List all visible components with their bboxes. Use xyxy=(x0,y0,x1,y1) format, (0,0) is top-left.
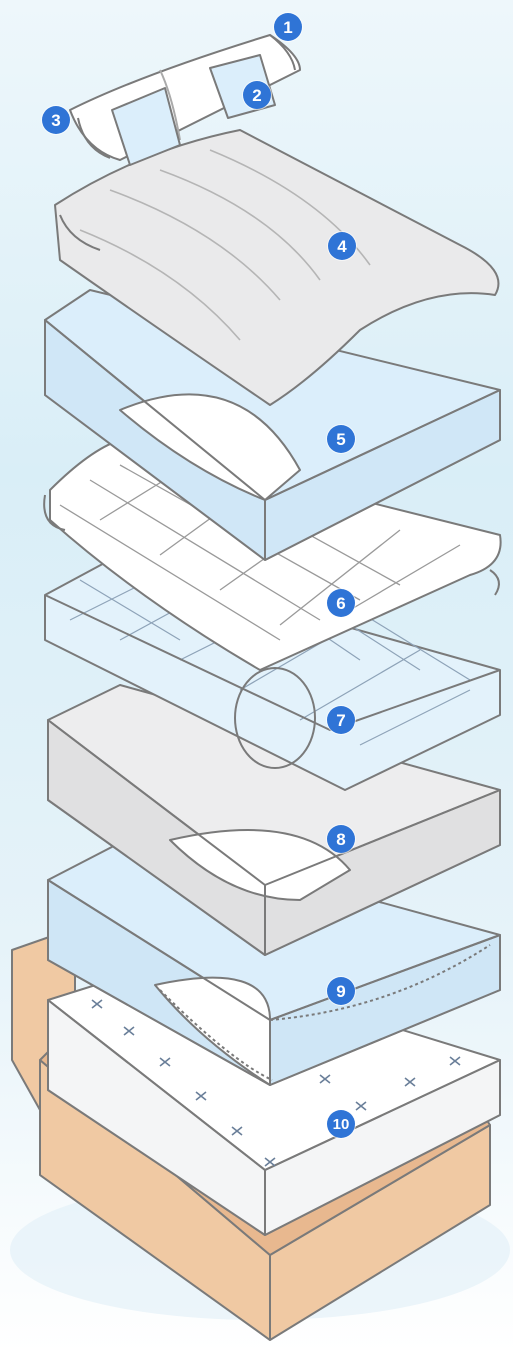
layer-10-badge: 10 xyxy=(327,1110,355,1138)
layer-2-badge: 2 xyxy=(243,81,271,109)
layer-6-badge: 6 xyxy=(327,589,355,617)
layer-1-badge: 1 xyxy=(274,13,302,41)
layer-3-badge: 3 xyxy=(42,106,70,134)
layer-5-badge: 5 xyxy=(327,425,355,453)
layer-4-badge: 4 xyxy=(328,232,356,260)
layer-7-badge: 7 xyxy=(327,706,355,734)
layer-9-badge: 9 xyxy=(327,977,355,1005)
layer-8-badge: 8 xyxy=(327,825,355,853)
